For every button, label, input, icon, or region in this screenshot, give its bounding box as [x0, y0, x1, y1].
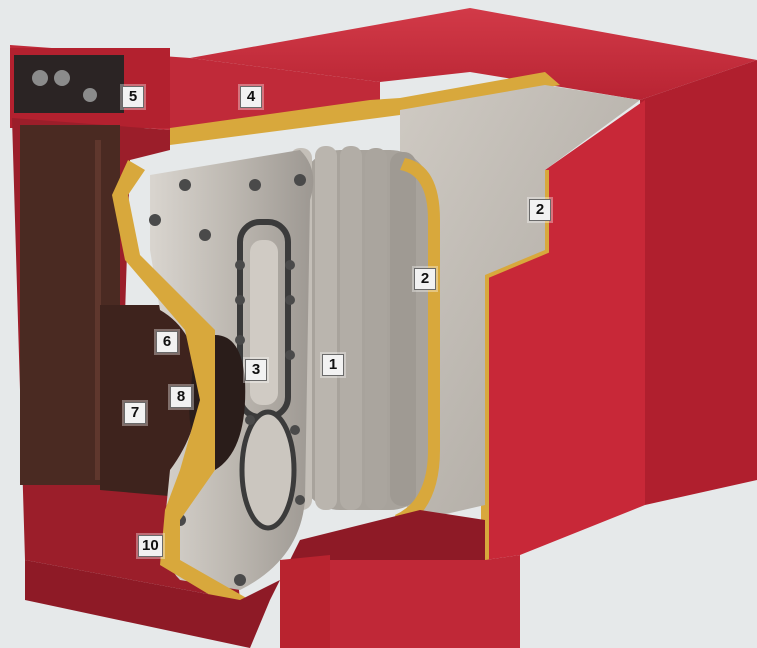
control-dial-icon: [54, 70, 70, 86]
callout-2-outer: 2: [529, 199, 551, 221]
control-dial-icon: [83, 88, 97, 102]
callout-10: 10: [138, 535, 163, 557]
left-insulation: [112, 160, 250, 610]
front-bottom-plate: [280, 555, 330, 648]
callout-5: 5: [122, 86, 144, 108]
callout-2-inner: 2: [414, 268, 436, 290]
top-cover-rear: [190, 8, 757, 100]
control-panel-face: [14, 55, 124, 113]
right-casing-front: [485, 100, 645, 560]
control-dial-icon: [32, 70, 48, 86]
callout-3: 3: [245, 359, 267, 381]
callout-1: 1: [322, 354, 344, 376]
callout-4: 4: [240, 86, 262, 108]
bottom-right-casing: [330, 555, 520, 648]
base-frame: [25, 510, 485, 648]
door-panel-seam: [95, 140, 101, 480]
callout-7: 7: [124, 402, 146, 424]
rear-insulation: [395, 158, 440, 530]
bolt-icons: [149, 174, 306, 586]
boiler-interior: [400, 85, 640, 520]
lower-door-frame: [239, 409, 297, 531]
cast-iron-sections: [290, 146, 430, 510]
callout-8: 8: [170, 386, 192, 408]
right-casing: [640, 60, 757, 505]
top-insulation: [170, 72, 560, 145]
callout-6: 6: [156, 331, 178, 353]
